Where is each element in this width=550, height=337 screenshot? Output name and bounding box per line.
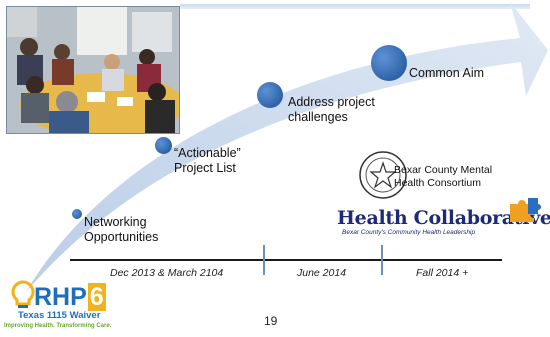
timeline-period-2: June 2014 (297, 267, 347, 279)
timeline-axis (70, 259, 502, 261)
step-dot-networking (72, 209, 82, 219)
puzzle-piece-icon (510, 198, 541, 222)
meeting-photo (6, 6, 180, 134)
step-dot-project-list (155, 137, 172, 154)
header-accent-bar (180, 4, 530, 9)
rhp-name: RHP (34, 283, 87, 311)
county-seal-icon (359, 151, 407, 199)
timeline-period-3: Fall 2014 + (416, 267, 469, 279)
step-label-project-list: “Actionable” Project List (174, 146, 241, 175)
timeline-divider-2 (381, 245, 383, 275)
step-label-networking: Networking Opportunities (84, 215, 159, 244)
page-number: 19 (264, 314, 278, 328)
timeline-period-1: Dec 2013 & March 2104 (110, 267, 224, 279)
rhp-tagline: Improving Health. Transforming Care. (4, 323, 112, 329)
rhp-subtitle: Texas 1115 Waiver (18, 310, 101, 321)
lightbulb-icon (11, 280, 35, 308)
rhp-number: 6 (87, 283, 106, 311)
step-dot-common-aim (371, 45, 407, 81)
step-label-challenges: Address project challenges (288, 95, 375, 124)
health-collaborative-title: Health Collaborative (337, 207, 550, 229)
consortium-name: Bexar County Mental Health Consortium (394, 164, 493, 189)
timeline-divider-1 (263, 245, 265, 275)
step-label-common-aim: Common Aim (409, 66, 485, 80)
health-collaborative-tagline: Bexar County's Community Health Leadersh… (342, 229, 476, 236)
step-dot-challenges (257, 82, 283, 108)
